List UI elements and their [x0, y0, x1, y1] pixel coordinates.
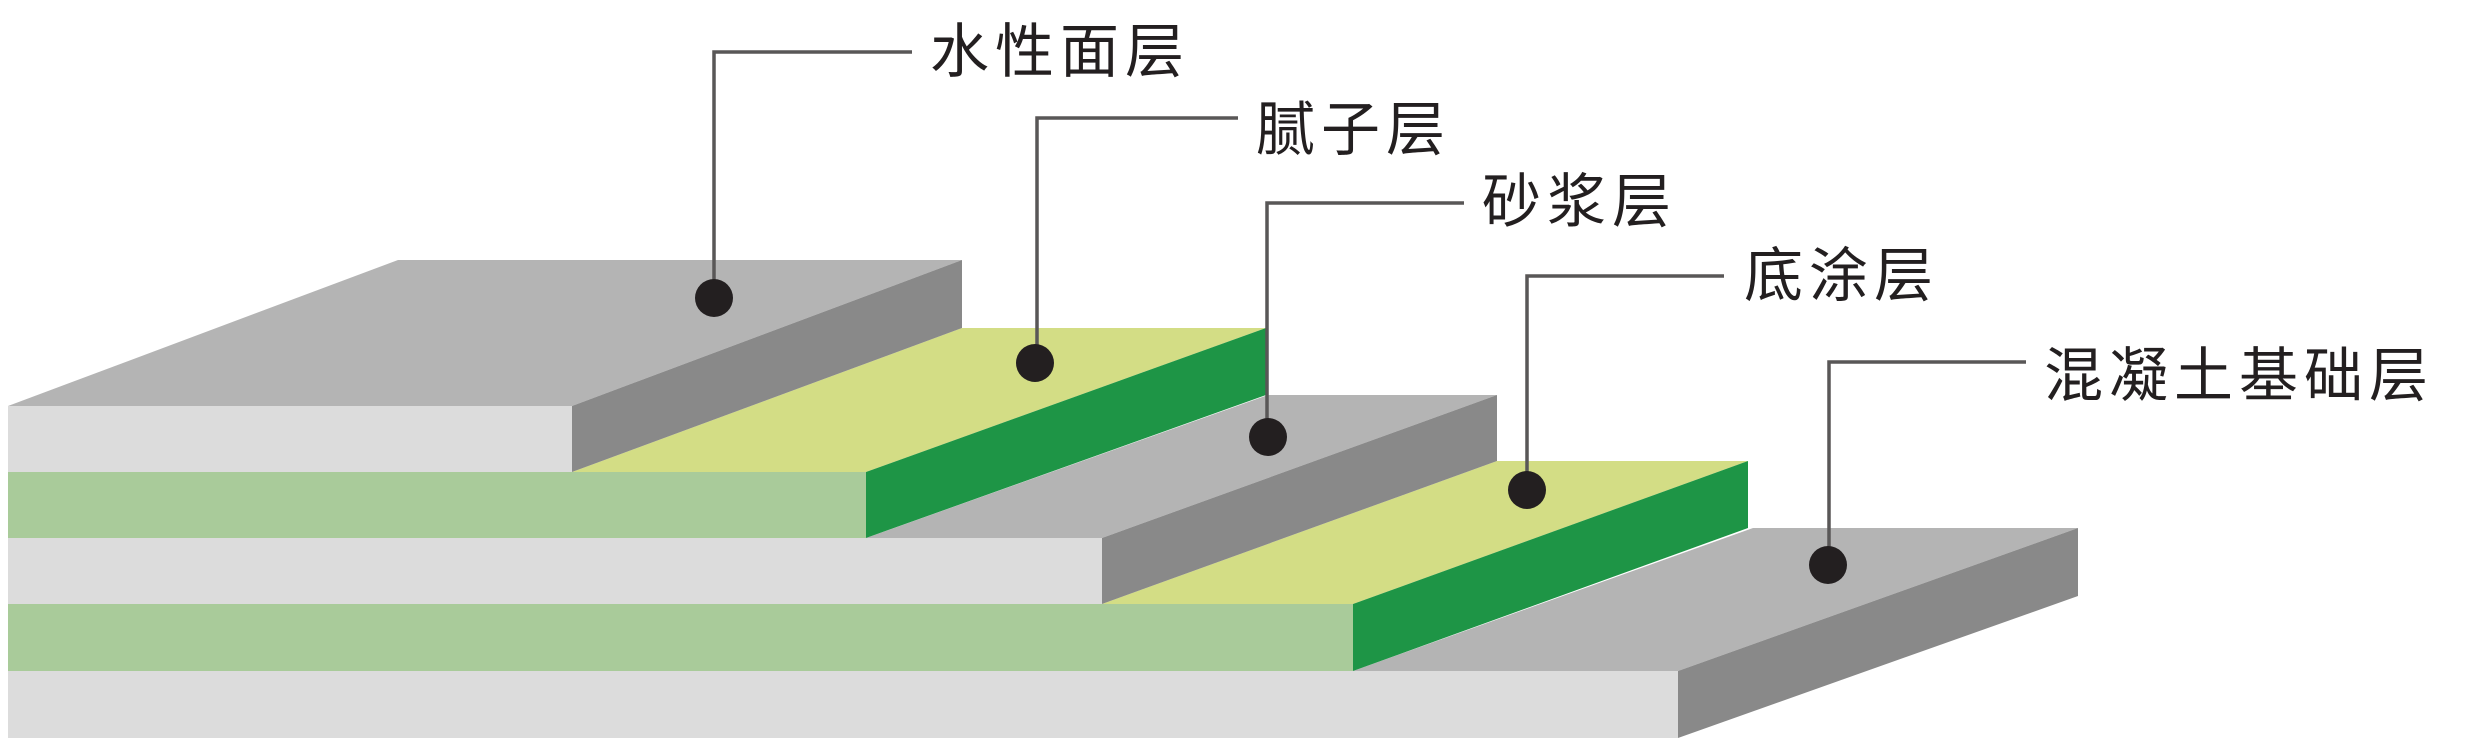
marker-dot-putty	[1016, 344, 1054, 382]
label-concrete-base: 混凝土基础层	[2044, 341, 2434, 410]
leader-line-putty	[1035, 116, 1238, 363]
marker-dot-concrete-base	[1809, 546, 1847, 584]
putty-side	[866, 328, 1266, 538]
label-primer: 底涂层	[1744, 241, 1939, 310]
putty-front	[8, 472, 866, 538]
leader-line-mortar	[1265, 201, 1464, 437]
top-coat-side	[572, 260, 962, 472]
concrete-base-front	[8, 671, 1678, 738]
label-top-coat: 水性面层	[930, 17, 1190, 86]
leader-line-primer	[1525, 274, 1724, 491]
top-coat-front	[8, 406, 572, 472]
primer-top	[1102, 461, 1748, 604]
mortar-side	[1102, 395, 1497, 604]
marker-dot-mortar	[1249, 418, 1287, 456]
markers	[695, 279, 1847, 584]
putty-top	[572, 328, 1266, 472]
primer-side	[1353, 461, 1748, 671]
primer-front	[8, 604, 1353, 671]
mortar-front	[8, 538, 1102, 604]
concrete-base-side	[1678, 528, 2078, 738]
marker-dot-primer	[1508, 471, 1546, 509]
concrete-base-top	[1353, 528, 2078, 671]
label-mortar: 砂浆层	[1482, 167, 1677, 236]
leader-line-concrete-base	[1827, 360, 2026, 565]
mortar-top	[866, 395, 1497, 538]
leader-lines	[712, 50, 2026, 565]
layer-labels: 水性面层 腻子层 砂浆层 底涂层 混凝土基础层	[930, 17, 2434, 410]
label-putty: 腻子层	[1256, 95, 1451, 164]
marker-dot-top-coat	[695, 279, 733, 317]
front-faces	[8, 406, 1678, 738]
side-faces	[572, 260, 2078, 738]
leader-line-top-coat	[712, 50, 912, 298]
